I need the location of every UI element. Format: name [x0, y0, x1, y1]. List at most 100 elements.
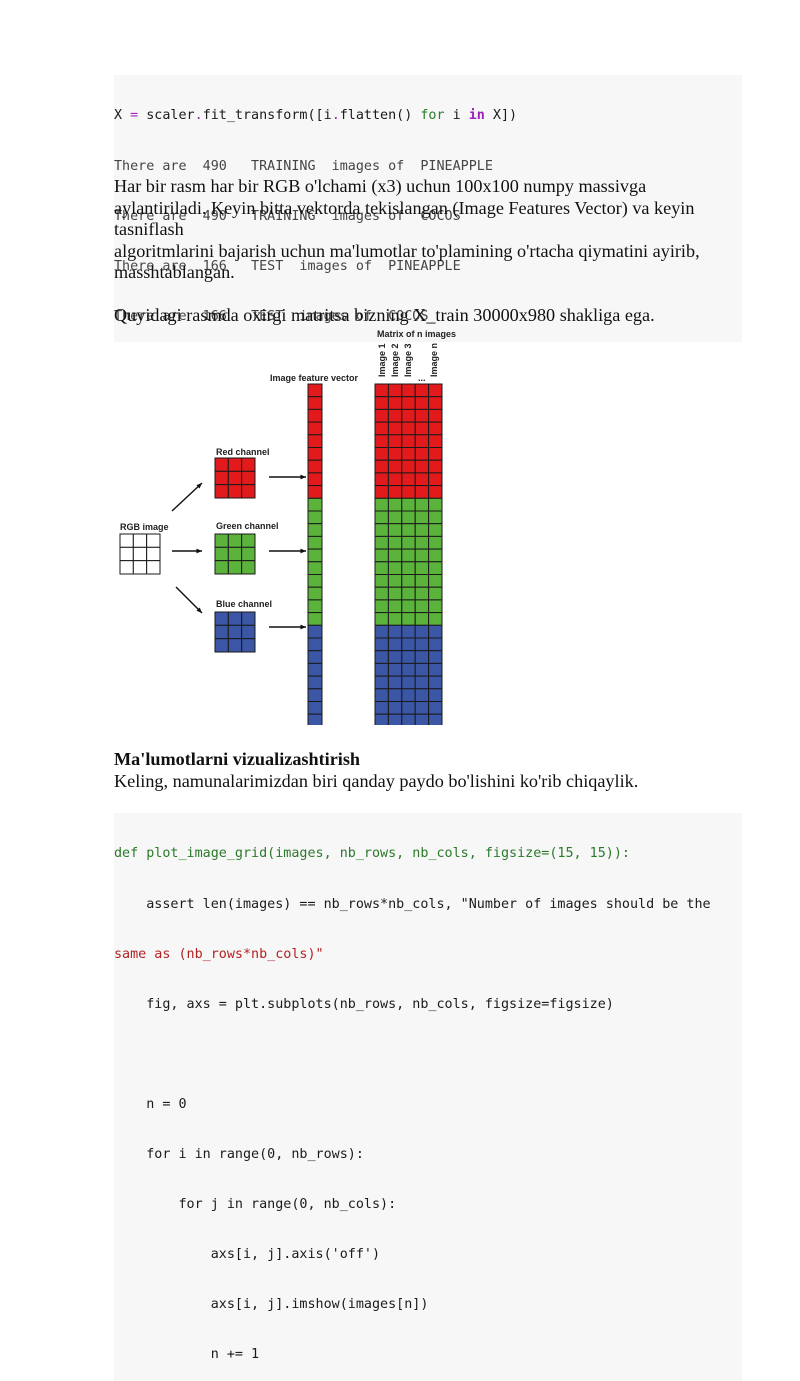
- matrix-cell: [374, 447, 389, 461]
- matrix-cell: [401, 586, 416, 601]
- matrix-cell: [414, 586, 430, 601]
- matrix-cell: [387, 408, 403, 423]
- matrix-cell: [401, 561, 416, 576]
- matrix-cell: [374, 662, 389, 677]
- matrix-cell: [401, 535, 416, 550]
- paragraph-description: Har bir rasm har bir RGB o'lchami (x3) u…: [114, 176, 744, 284]
- green-channel-cell: [227, 533, 243, 548]
- matrix-cell: [401, 523, 416, 537]
- arrow-to-green-head: [196, 548, 202, 554]
- matrix-cell: [387, 472, 403, 487]
- matrix-cell: [387, 497, 403, 512]
- matrix-cell: [387, 510, 403, 525]
- matrix-cell: [374, 675, 389, 690]
- matrix-col-label: Image 2: [390, 343, 400, 377]
- green-channel-cell: [241, 560, 256, 575]
- output-line: There are 166 TEST images of PINEAPPLE: [114, 258, 461, 274]
- code-block-scaler: X = scaler.fit_transform([i.flatten() fo…: [114, 75, 742, 343]
- feature-vector-cell: [307, 396, 323, 410]
- arrow-to-blue: [175, 586, 203, 614]
- matrix-cell: [428, 396, 443, 410]
- matrix-cell: [414, 612, 430, 626]
- green-channel-cell: [227, 546, 243, 562]
- matrix-cell: [428, 383, 443, 398]
- matrix-cell: [428, 624, 443, 639]
- matrix-cell: [401, 485, 416, 499]
- matrix-cell: [401, 421, 416, 436]
- matrix-cell: [401, 510, 416, 525]
- matrix-cell: [428, 675, 443, 690]
- matrix-cell: [428, 497, 443, 512]
- matrix-cell: [374, 650, 389, 664]
- matrix-cell: [428, 510, 443, 525]
- red-channel-cell: [214, 470, 229, 486]
- rgb-image-cell: [132, 533, 148, 548]
- blue-channel-label: Blue channel: [216, 599, 272, 609]
- matrix-cell: [428, 662, 443, 677]
- matrix-cell: [414, 497, 430, 512]
- arrow-red-to-vector-head: [300, 474, 306, 480]
- feature-vector-cell: [307, 485, 323, 499]
- matrix-cell: [428, 485, 443, 499]
- rgb-image-cell: [146, 546, 161, 562]
- matrix-cell: [428, 612, 443, 626]
- matrix-cell: [428, 599, 443, 614]
- matrix-cell: [401, 574, 416, 588]
- matrix-cell: [387, 662, 403, 677]
- blue-channel-cell: [214, 624, 229, 640]
- feature-vector-cell: [307, 574, 323, 588]
- matrix-cell: [428, 701, 443, 715]
- code-line: n += 1: [114, 1347, 260, 1363]
- feature-vector-cell: [307, 624, 323, 639]
- green-channel-cell: [241, 546, 256, 562]
- matrix-cell: [414, 624, 430, 639]
- feature-vector-cell: [307, 459, 323, 474]
- matrix-cell: [387, 599, 403, 614]
- feature-vector-cell: [307, 548, 323, 563]
- red-channel-cell: [214, 457, 229, 472]
- feature-vector-cell: [307, 713, 323, 725]
- code-line: n = 0: [114, 1096, 187, 1112]
- code-line: for i in range(0, nb_rows):: [114, 1146, 364, 1162]
- arrow-to-red: [171, 482, 203, 512]
- green-channel-cell: [214, 560, 229, 575]
- red-channel-cell: [227, 457, 243, 472]
- matrix-cell: [387, 574, 403, 588]
- matrix-cell: [414, 599, 430, 614]
- red-channel-cell: [241, 470, 256, 486]
- matrix-cell: [428, 523, 443, 537]
- matrix-cell: [374, 701, 389, 715]
- paragraph-figure-caption: Quyidagi rasmda oxirgi matritsa bizning …: [114, 305, 655, 325]
- paragraph-line: masshtablangan.: [114, 262, 235, 282]
- matrix-cell: [387, 675, 403, 690]
- matrix-cell: [428, 447, 443, 461]
- matrix-cell: [401, 701, 416, 715]
- matrix-cell: [414, 523, 430, 537]
- matrix-cell: [374, 599, 389, 614]
- matrix-cell: [387, 447, 403, 461]
- matrix-col-label: Image n: [429, 343, 439, 377]
- feature-vector-figure: Matrix of n images Image feature vector …: [119, 329, 456, 725]
- paragraph-line: tasniflash: [114, 219, 184, 239]
- matrix-cell: [414, 434, 430, 449]
- matrix-cell: [387, 396, 403, 410]
- matrix-cell: [374, 383, 389, 398]
- matrix-cell: [428, 472, 443, 487]
- matrix-cell: [414, 650, 430, 664]
- matrix-cell: [428, 574, 443, 588]
- blue-channel-cell: [214, 638, 229, 653]
- feature-vector-cell: [307, 586, 323, 601]
- matrix-cell: [414, 701, 430, 715]
- matrix-cell: [374, 637, 389, 652]
- rgb-image-cell: [119, 533, 134, 548]
- code-block-plot-grid: def plot_image_grid(images, nb_rows, nb_…: [114, 813, 742, 1381]
- matrix-cell: [374, 510, 389, 525]
- matrix-cell: [387, 434, 403, 449]
- matrix-col-label: Image 1: [377, 343, 387, 377]
- matrix-cell: [414, 574, 430, 588]
- matrix-cell: [374, 472, 389, 487]
- matrix-cell: [401, 612, 416, 626]
- matrix-cell: [374, 421, 389, 436]
- matrix-cell: [387, 485, 403, 499]
- code-line: [114, 1047, 742, 1064]
